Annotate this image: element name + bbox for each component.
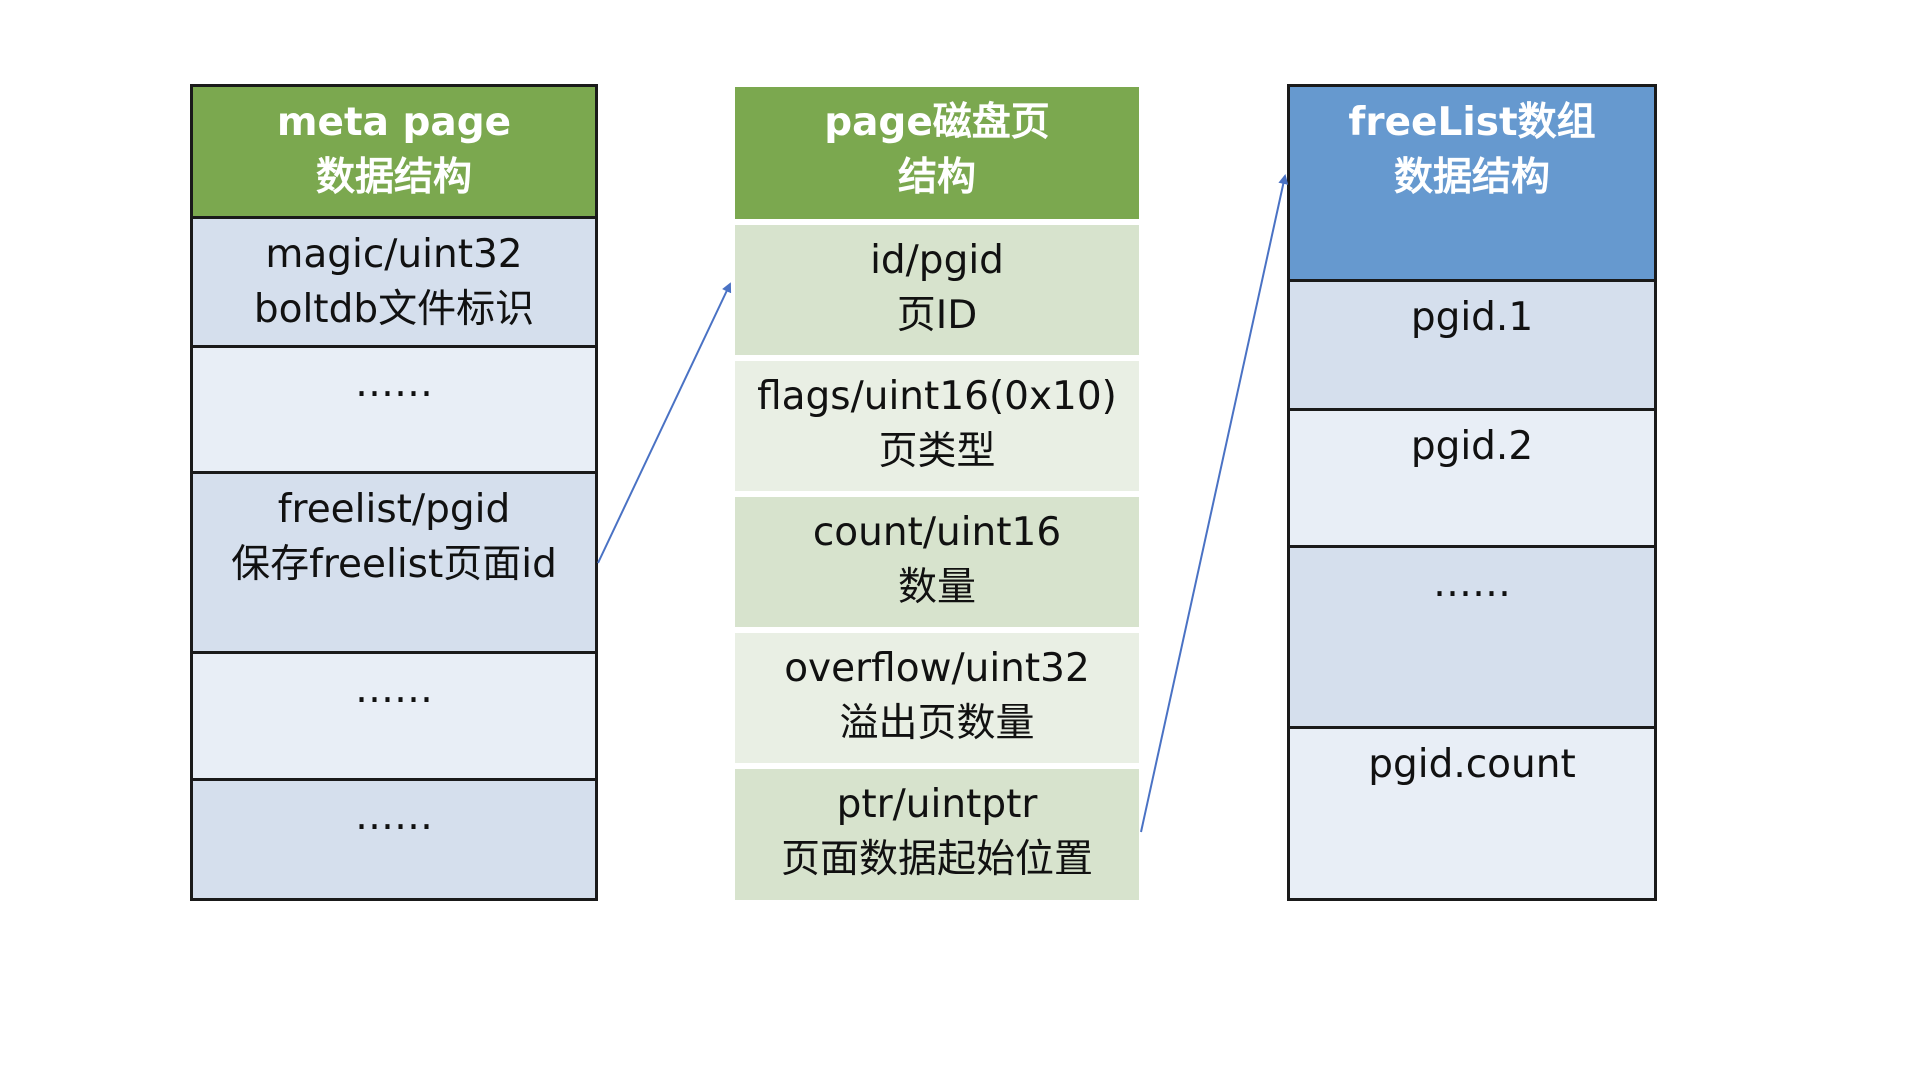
page-row-count: count/uint16 数量 (735, 491, 1139, 627)
page-row-flags-field: flags/uint16(0x10) (757, 374, 1117, 419)
freelist-row-pgid-2: pgid.2 (1290, 408, 1654, 545)
meta-row-ellipsis-2: …… (193, 651, 595, 778)
freelist-row-ellipsis-text: …… (1433, 561, 1511, 606)
meta-row-ellipsis-1: …… (193, 345, 595, 471)
arrow-ptr-to-freelist (1140, 174, 1289, 833)
meta-row-ellipsis-3: …… (193, 778, 595, 898)
freelist-row-pgid-2-text: pgid.2 (1410, 424, 1534, 469)
meta-row-magic: magic/uint32 boltdb文件标识 (193, 216, 595, 345)
freelist-row-pgid-count-text: pgid.count (1368, 742, 1576, 787)
page-struct-header-line-2: 结构 (897, 155, 976, 200)
meta-row-freelist-desc: 保存freelist页面id (231, 542, 557, 587)
meta-row-magic-field: magic/uint32 (265, 232, 523, 277)
freelist-table: freeList数组 数据结构 pgid.1 pgid.2 …… pgid.co… (1287, 84, 1657, 901)
meta-page-header-line-2: 数据结构 (315, 155, 472, 200)
page-row-ptr-field: ptr/uintptr (836, 782, 1038, 827)
meta-page-table: meta page 数据结构 magic/uint32 boltdb文件标识 …… (190, 84, 598, 901)
freelist-header-line-1: freeList数组 (1348, 100, 1596, 145)
page-struct-header-line-1: page磁盘页 (824, 100, 1050, 145)
meta-row-magic-desc: boltdb文件标识 (253, 287, 535, 332)
page-row-ptr: ptr/uintptr 页面数据起始位置 (735, 763, 1139, 900)
page-row-id-field: id/pgid (870, 238, 1004, 283)
page-row-id-desc: 页ID (896, 293, 978, 338)
meta-page-header-line-1: meta page (276, 100, 512, 145)
freelist-header: freeList数组 数据结构 (1290, 87, 1654, 279)
freelist-header-line-2: 数据结构 (1393, 155, 1550, 200)
meta-row-ellipsis-3-text: …… (355, 794, 433, 839)
freelist-row-pgid-count: pgid.count (1290, 726, 1654, 898)
page-row-overflow: overflow/uint32 溢出页数量 (735, 627, 1139, 763)
page-row-ptr-desc: 页面数据起始位置 (780, 837, 1093, 882)
page-row-id: id/pgid 页ID (735, 219, 1139, 355)
freelist-row-ellipsis: …… (1290, 545, 1654, 726)
page-row-count-desc: 数量 (897, 565, 976, 610)
page-row-overflow-desc: 溢出页数量 (839, 701, 1035, 746)
arrow-freelist-to-page (597, 282, 732, 564)
meta-row-freelist: freelist/pgid 保存freelist页面id (193, 471, 595, 651)
freelist-row-pgid-1: pgid.1 (1290, 279, 1654, 408)
page-row-flags: flags/uint16(0x10) 页类型 (735, 355, 1139, 491)
freelist-row-pgid-1-text: pgid.1 (1410, 295, 1534, 340)
page-row-flags-desc: 页类型 (878, 429, 996, 474)
meta-row-ellipsis-1-text: …… (355, 361, 433, 406)
meta-row-ellipsis-2-text: …… (355, 667, 433, 712)
page-struct-table: page磁盘页 结构 id/pgid 页ID flags/uint16(0x10… (735, 87, 1139, 900)
page-row-count-field: count/uint16 (812, 510, 1062, 555)
meta-row-freelist-field: freelist/pgid (277, 487, 511, 532)
page-struct-header: page磁盘页 结构 (735, 87, 1139, 219)
meta-page-header: meta page 数据结构 (193, 87, 595, 216)
page-row-overflow-field: overflow/uint32 (784, 646, 1090, 691)
